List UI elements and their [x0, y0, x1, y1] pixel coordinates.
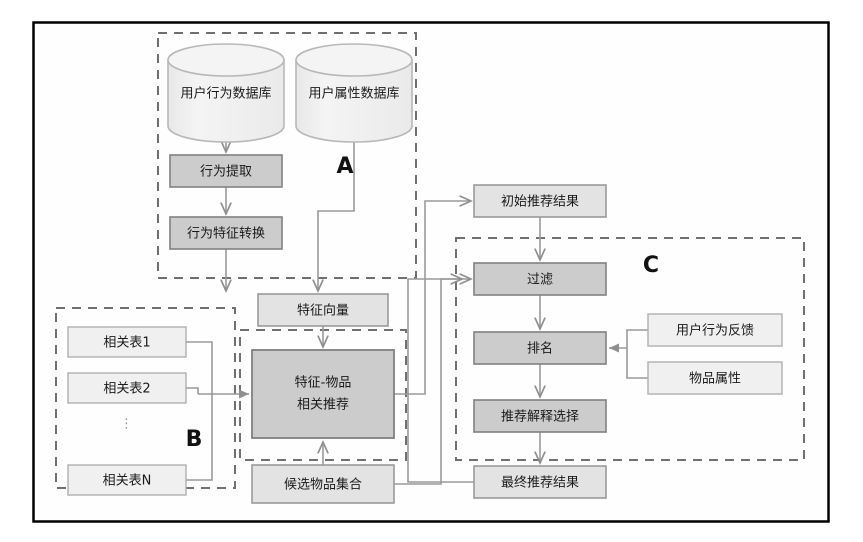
edge-table1-bus [186, 341, 213, 394]
edge-tablen-bus [186, 394, 213, 481]
edge-attributedb-to-featurevector [318, 142, 355, 291]
node-feature-vector[interactable]: 特征向量 [257, 293, 389, 327]
node-feature-item-recommend[interactable]: 特征-物品 相关推荐 [251, 349, 395, 439]
node-item-attribute[interactable]: 物品属性 [647, 361, 783, 395]
ellipsis-vertical: ⋮ [120, 417, 134, 432]
node-final-recommendation[interactable]: 最终推荐结果 [473, 465, 607, 499]
edge-final-to-filter [407, 279, 474, 483]
node-related-table-n[interactable]: 相关表N [67, 464, 187, 496]
node-recommendation-explanation[interactable]: 推荐解释选择 [473, 399, 607, 433]
node-candidate-item-set[interactable]: 候选物品集合 [251, 464, 395, 504]
group-letter-c: C [643, 253, 659, 278]
edge-table2-bus [186, 387, 199, 394]
group-box-a [157, 32, 417, 279]
node-filter[interactable]: 过滤 [473, 262, 607, 296]
node-related-table-1[interactable]: 相关表1 [67, 326, 187, 358]
connectors [186, 142, 648, 485]
group-letter-b: B [186, 427, 203, 452]
cylinder-user-attribute-db[interactable]: 用户属性数据库 [295, 43, 413, 143]
edge-itemattribute-bus [626, 348, 648, 379]
outer-frame [32, 21, 830, 523]
node-ranking[interactable]: 排名 [473, 331, 607, 365]
group-letter-a: A [336, 154, 353, 179]
cylinder-user-behavior-db[interactable]: 用户行为数据库 [167, 43, 285, 143]
node-behavior-extraction[interactable]: 行为提取 [169, 154, 283, 188]
group-letter-labels: A B C [186, 154, 659, 452]
edge-feedback-bus [626, 329, 648, 348]
node-initial-recommendation[interactable]: 初始推荐结果 [473, 184, 607, 218]
node-behavior-feature-transform[interactable]: 行为特征转换 [169, 216, 283, 250]
node-user-behavior-feedback[interactable]: 用户行为反馈 [647, 313, 783, 347]
node-related-table-2[interactable]: 相关表2 [67, 372, 187, 404]
group-box-c [455, 237, 805, 461]
edge-recommend-to-initial [394, 201, 471, 395]
